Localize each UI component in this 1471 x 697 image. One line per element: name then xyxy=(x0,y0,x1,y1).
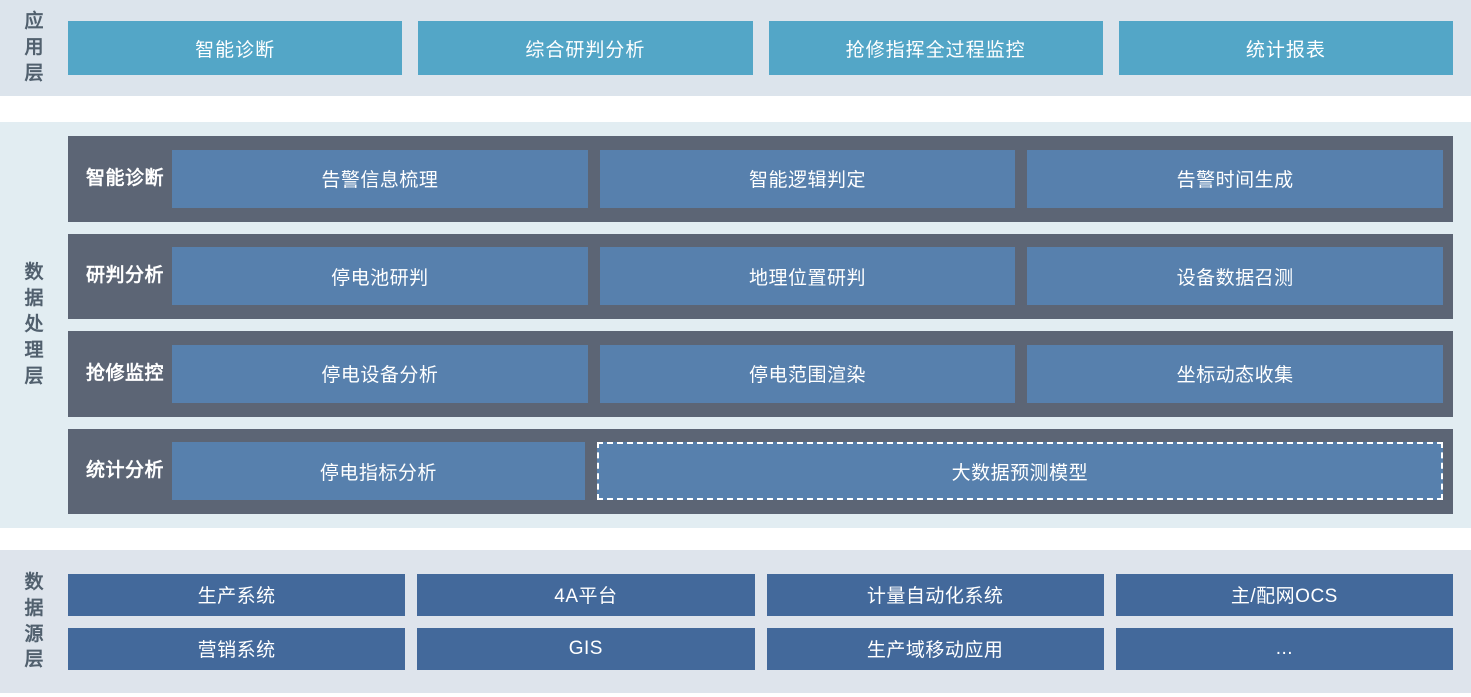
data-processing-layer-body: 智能诊断 告警信息梳理 智能逻辑判定 告警时间生成 研判分析 xyxy=(68,122,1471,528)
processing-cell-big-data-prediction-model[interactable]: 大数据预测模型 xyxy=(596,442,1443,501)
app-tab-label: 智能诊断 xyxy=(195,39,276,61)
processing-row-label: 智能诊断 xyxy=(85,167,164,189)
application-layer-label-text: 应用层 xyxy=(24,11,44,84)
processing-cell-label: 停电范围渲染 xyxy=(749,365,867,387)
data-source-row: 生产系统 4A平台 计量自动化系统 主/配网OCS xyxy=(68,573,1453,616)
processing-cell-label: 地理位置研判 xyxy=(749,267,867,289)
processing-row-cells: 告警信息梳理 智能逻辑判定 告警时间生成 xyxy=(172,149,1444,208)
processing-cell-coordinate-dynamic-collection[interactable]: 坐标动态收集 xyxy=(1027,344,1444,403)
app-tab-intelligent-diagnosis[interactable]: 智能诊断 xyxy=(68,21,403,75)
data-source-label: ... xyxy=(1275,637,1294,659)
processing-cell-label: 设备数据召测 xyxy=(1176,267,1294,289)
data-source-label: 营销系统 xyxy=(197,640,276,661)
processing-row-label: 研判分析 xyxy=(85,265,164,287)
processing-cell-label: 告警信息梳理 xyxy=(321,170,439,192)
data-source-layer-label: 数据源层 xyxy=(0,550,68,693)
processing-row-repair-monitoring: 抢修监控 停电设备分析 停电范围渲染 坐标动态收集 xyxy=(68,331,1453,417)
data-source-row: 营销系统 GIS 生产域移动应用 ... xyxy=(68,627,1453,670)
data-processing-layer: 数据处理层 智能诊断 告警信息梳理 智能逻辑判定 告警时间生成 xyxy=(0,122,1471,528)
data-source-production-system[interactable]: 生产系统 xyxy=(68,573,406,616)
processing-cell-geographic-location-judgment[interactable]: 地理位置研判 xyxy=(599,247,1016,306)
processing-row-judgment-analysis: 研判分析 停电池研判 地理位置研判 设备数据召测 xyxy=(68,233,1453,319)
processing-cell-label: 停电设备分析 xyxy=(321,365,439,387)
data-processing-layer-label: 数据处理层 xyxy=(0,122,68,528)
data-source-label: 计量自动化系统 xyxy=(866,586,1004,607)
application-layer-body: 智能诊断 综合研判分析 抢修指挥全过程监控 统计报表 xyxy=(68,0,1471,96)
processing-cell-alarm-time-generation[interactable]: 告警时间生成 xyxy=(1027,149,1444,208)
app-tab-label: 统计报表 xyxy=(1245,39,1326,61)
application-layer-label: 应用层 xyxy=(0,0,68,96)
app-tab-label: 抢修指挥全过程监控 xyxy=(845,39,1026,61)
app-tab-statistical-report[interactable]: 统计报表 xyxy=(1118,21,1453,75)
processing-cell-label: 坐标动态收集 xyxy=(1176,365,1294,387)
data-source-4a-platform[interactable]: 4A平台 xyxy=(417,573,755,616)
data-source-label: GIS xyxy=(568,637,603,659)
app-tab-label: 综合研判分析 xyxy=(525,39,646,61)
processing-cell-outage-scope-rendering[interactable]: 停电范围渲染 xyxy=(599,344,1016,403)
processing-cell-label: 告警时间生成 xyxy=(1176,170,1294,192)
data-source-label: 4A平台 xyxy=(554,586,618,607)
data-source-layer-body: 生产系统 4A平台 计量自动化系统 主/配网OCS 营销系统 GIS xyxy=(68,550,1471,693)
data-source-main-distribution-ocs[interactable]: 主/配网OCS xyxy=(1115,573,1453,616)
data-source-label: 生产系统 xyxy=(197,586,276,607)
processing-cell-alarm-info-sorting[interactable]: 告警信息梳理 xyxy=(172,149,588,208)
processing-cell-label: 停电池研判 xyxy=(331,267,429,289)
processing-cell-intelligent-logic-judgment[interactable]: 智能逻辑判定 xyxy=(599,149,1016,208)
processing-row-intelligent-diagnosis: 智能诊断 告警信息梳理 智能逻辑判定 告警时间生成 xyxy=(68,136,1453,222)
data-source-layer: 数据源层 生产系统 4A平台 计量自动化系统 主/配网OCS 营销系统 xyxy=(0,550,1471,693)
processing-cell-outage-device-analysis[interactable]: 停电设备分析 xyxy=(172,344,588,403)
processing-row-cells: 停电设备分析 停电范围渲染 坐标动态收集 xyxy=(172,344,1444,403)
data-processing-layer-label-text: 数据处理层 xyxy=(24,262,44,387)
processing-row-label: 统计分析 xyxy=(85,460,164,482)
processing-row-cells: 停电池研判 地理位置研判 设备数据召测 xyxy=(172,247,1444,306)
processing-row-label: 抢修监控 xyxy=(85,362,164,384)
data-source-layer-label-text: 数据源层 xyxy=(24,571,44,671)
processing-cell-outage-pool-judgment[interactable]: 停电池研判 xyxy=(172,247,588,306)
processing-row-statistical-analysis: 统计分析 停电指标分析 大数据预测模型 xyxy=(68,428,1453,514)
processing-cell-outage-index-analysis[interactable]: 停电指标分析 xyxy=(172,442,585,501)
processing-cell-device-data-polling[interactable]: 设备数据召测 xyxy=(1027,247,1444,306)
data-source-label: 生产域移动应用 xyxy=(866,640,1004,661)
data-source-more[interactable]: ... xyxy=(1115,627,1453,670)
layer-gap-bottom xyxy=(0,528,1471,550)
processing-cell-label: 智能逻辑判定 xyxy=(749,170,867,192)
application-layer: 应用层 智能诊断 综合研判分析 抢修指挥全过程监控 统计报表 xyxy=(0,0,1471,96)
layer-gap-top xyxy=(0,96,1471,122)
data-source-gis[interactable]: GIS xyxy=(417,627,755,670)
processing-cell-label: 大数据预测模型 xyxy=(951,462,1089,484)
data-source-production-mobile-application[interactable]: 生产域移动应用 xyxy=(766,627,1104,670)
data-source-label: 主/配网OCS xyxy=(1230,586,1338,607)
data-source-metering-automation-system[interactable]: 计量自动化系统 xyxy=(766,573,1104,616)
processing-row-cells: 停电指标分析 大数据预测模型 xyxy=(172,442,1443,501)
processing-cell-label: 停电指标分析 xyxy=(319,462,437,484)
app-tab-repair-command-monitoring[interactable]: 抢修指挥全过程监控 xyxy=(768,21,1103,75)
app-tab-comprehensive-analysis[interactable]: 综合研判分析 xyxy=(418,21,753,75)
data-source-marketing-system[interactable]: 营销系统 xyxy=(68,627,406,670)
